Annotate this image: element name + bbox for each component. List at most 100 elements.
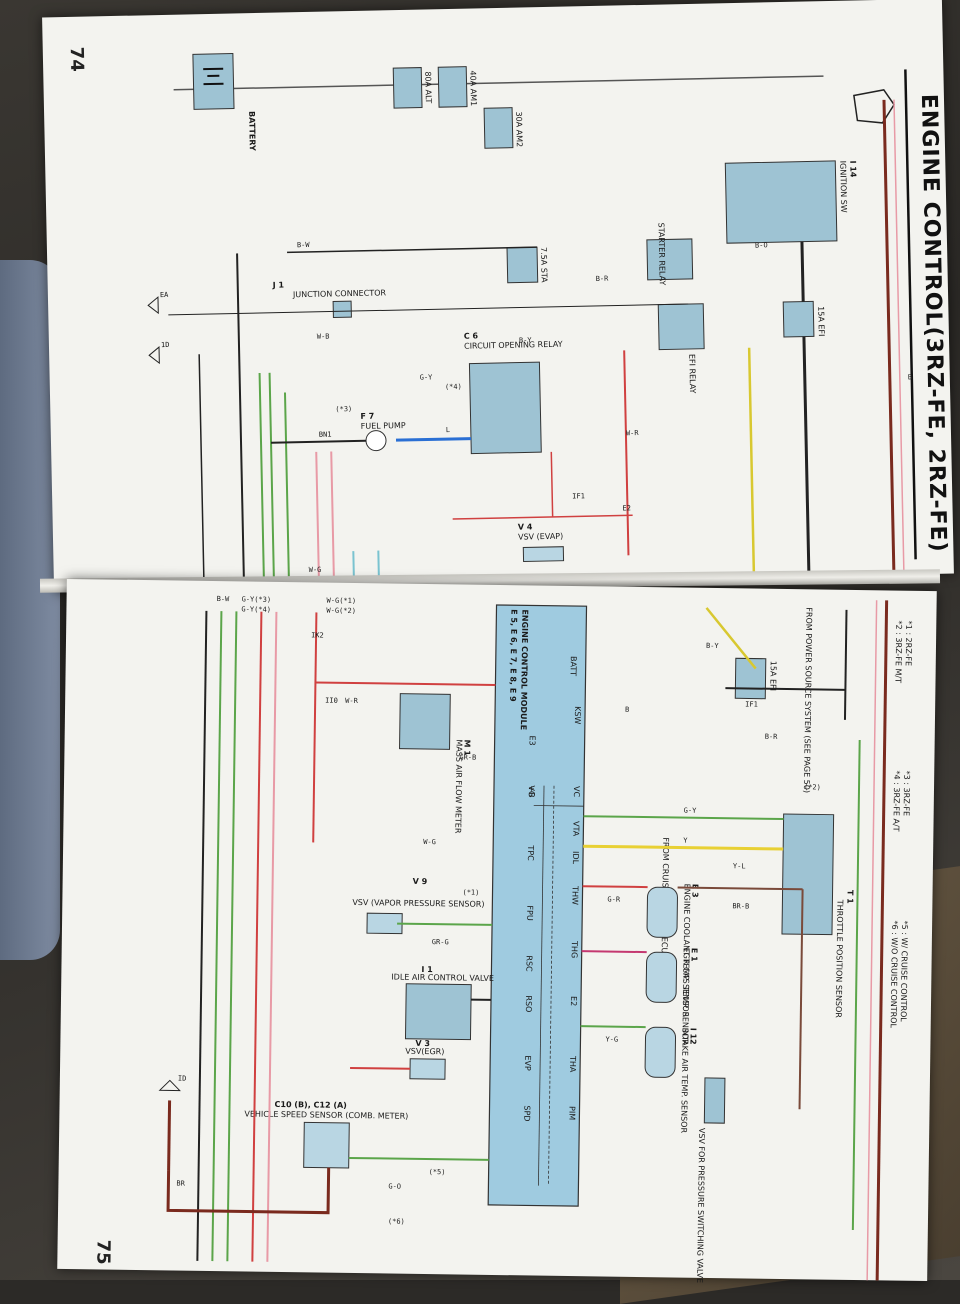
wire-label: W-G(*2) (326, 607, 356, 615)
car-silhouette-icon (854, 90, 895, 124)
ecm-name: ENGINE CONTROL MODULE (519, 609, 530, 730)
ground-ea-icon (148, 297, 158, 313)
wire-label: W-G (309, 566, 322, 574)
note-label: (*3) (335, 405, 352, 413)
ecm-pin: BATT (569, 656, 578, 676)
fuse-am1 (438, 67, 467, 108)
ecm-pin: THA (568, 1055, 577, 1073)
footnote: *1 : 2RZ-FE (904, 621, 914, 667)
ecm-pin: FPU (525, 905, 534, 921)
battery-label: BATTERY (247, 111, 257, 151)
page-number-right: 75 (92, 1239, 113, 1264)
wire-green-2 (270, 373, 275, 588)
ecm-pin: THG (570, 940, 579, 958)
fuse-am2 (484, 108, 513, 149)
wire-label: W-B (317, 333, 330, 341)
starter-relay (647, 239, 693, 280)
wire-black-top (845, 610, 847, 720)
footnote: *4 : 3RZ-FE A/T (891, 771, 901, 832)
wire-magenta-egr (582, 951, 647, 952)
junction-id: J 1 (272, 280, 285, 289)
wire-label: W-G (423, 838, 436, 846)
wire-blue-fuel-pump (396, 439, 471, 441)
wire-label: BR (176, 1180, 185, 1188)
wire-brown-ground (169, 1100, 170, 1170)
vsv-vapor-id: V 9 (413, 877, 428, 886)
wire-ground (199, 354, 204, 589)
connector-label: E2 (622, 504, 631, 512)
connector-label: IF1 (745, 700, 758, 708)
ground-id-icon (149, 347, 159, 363)
junction-connector (333, 301, 351, 317)
fuse-am2-label: 30A AM2 (514, 111, 524, 147)
wire-green-3 (285, 392, 289, 587)
vsv-vapor-name: VSV (VAPOR PRESSURE SENSOR) (352, 898, 484, 909)
note-label: (*5) (429, 1168, 446, 1176)
wire-label: G-O (388, 1183, 401, 1191)
ecm-pin: VTA (571, 821, 580, 837)
ignition-switch (725, 161, 837, 243)
wire-junction-line (168, 304, 688, 315)
speed-sensor-id: C10 (B), C12 (A) (274, 1100, 346, 1110)
coolant-temp-sensor (647, 887, 678, 937)
connector-label: BN1 (319, 431, 332, 439)
wire-black-ignition (802, 242, 803, 302)
efi-relay (658, 304, 704, 350)
wire-red-h1 (315, 682, 495, 685)
efi-fuse-right-label: 15A EFI (768, 661, 777, 691)
wire-label: W-G(*1) (327, 597, 357, 605)
connector-label: II0 (325, 697, 338, 705)
wire-green-intake (581, 1026, 646, 1027)
wire-bw-line (287, 247, 537, 252)
manual-page-left: 74 ENGINE CONTROL(3RZ-FE, 2RZ-FE) BATTER… (42, 0, 954, 592)
vsv-vapor-pressure (367, 913, 402, 933)
power-source-label: FROM POWER SOURCE SYSTEM (SEE PAGE 50) (802, 607, 814, 793)
efi-fuse-right (735, 658, 766, 698)
ecm-pin: THW (570, 885, 579, 905)
wire-label: B-W (297, 241, 311, 249)
fuse-alt-label: 80A ALT (423, 71, 433, 103)
wire-red-hline (453, 515, 633, 519)
wire-green-left-2 (227, 611, 236, 1261)
wire-label: B-W (217, 595, 231, 603)
wire-label: B-R (765, 733, 779, 741)
note-label: (*2) (804, 783, 821, 791)
ecm-pin: E2 (569, 996, 578, 1006)
wire-brown-left (884, 100, 894, 575)
ecm-pin: RSO (524, 995, 533, 1012)
junction-name: JUNCTION CONNECTOR (292, 288, 387, 299)
intake-air-temp-sensor (645, 1027, 676, 1077)
ecm-pin: TPC (526, 844, 535, 861)
vsv-pressure-switching (704, 1078, 725, 1123)
wire-red-maf (313, 612, 316, 842)
wire-yellow-left (749, 348, 754, 578)
vsv-evap-name: VSV (EVAP) (518, 532, 563, 542)
wire-pink-left (894, 100, 904, 575)
note-label: (*4) (445, 383, 462, 391)
wire-label: G-R (607, 896, 621, 904)
page-number-left: 74 (66, 47, 88, 72)
wire-top-frame (174, 76, 824, 90)
ecm-pin: RSC (524, 955, 533, 972)
footnote: *3 : 3RZ-FE (902, 771, 912, 817)
ecm-pin: VC (572, 786, 581, 798)
ecm-pin: SPD (522, 1105, 531, 1121)
diagram-title: ENGINE CONTROL(3RZ-FE, 2RZ-FE) (916, 94, 951, 553)
efi-fuse-left-label: 15A EFI (816, 306, 826, 336)
wire-green-vapor (397, 924, 492, 925)
battery-component (193, 53, 234, 109)
fuse-am1-label: 40A AM1 (468, 70, 478, 106)
vsv-egr-name: VSV(EGR) (405, 1047, 444, 1057)
wire-black-efi (804, 337, 809, 577)
ecm-pin: KSW (573, 706, 582, 724)
wire-yellow-diag (706, 608, 757, 669)
wire-label: BR-B (732, 902, 749, 910)
idle-air-control-valve (405, 984, 471, 1040)
wire-red-egr (350, 1068, 410, 1069)
wire-red-relay (551, 452, 552, 517)
circuit-relay-id: C 6 (464, 331, 479, 340)
wire-pink-2 (331, 452, 334, 587)
starter-relay-label: STARTER RELAY (657, 222, 667, 285)
wire-label: G-Y (420, 373, 434, 381)
wire-green (260, 373, 265, 588)
